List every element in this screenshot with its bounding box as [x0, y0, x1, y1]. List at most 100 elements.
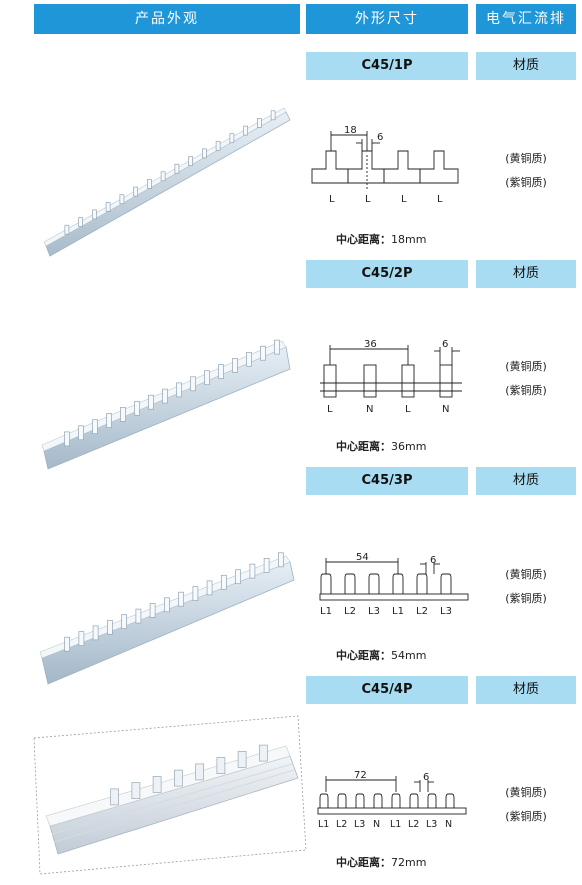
busbar-pin — [92, 209, 97, 220]
dim-pitch-label: 18 — [344, 125, 357, 136]
busbar-pin — [110, 788, 119, 806]
busbar-pin — [149, 603, 156, 618]
busbar-pin — [174, 769, 183, 787]
busbar-pin — [192, 586, 199, 601]
drawing-pin — [440, 573, 452, 594]
pin-label: L1 — [392, 606, 404, 617]
busbar-pin — [260, 345, 266, 361]
busbar-pin — [119, 194, 125, 205]
drawing-pin — [392, 573, 404, 594]
busbar-image-1p — [43, 107, 291, 257]
busbar-pin — [218, 364, 224, 379]
busbar-pin — [243, 125, 248, 136]
model-label: C45/1P — [306, 52, 468, 80]
drawing-pin — [368, 573, 380, 594]
busbar-pin — [259, 744, 268, 762]
pin-label: N — [373, 819, 380, 830]
busbar-pin — [64, 431, 70, 447]
material-brass: (黄铜质) — [505, 152, 547, 165]
busbar-pin — [216, 757, 226, 774]
drawing-pin — [320, 573, 332, 594]
center-distance-value: 54mm — [391, 649, 427, 662]
center-distance-value: 18mm — [391, 233, 427, 246]
busbar-pin — [64, 224, 70, 235]
busbar-pin — [195, 763, 204, 781]
drawing-pin — [344, 573, 356, 594]
busbar-pin — [133, 186, 138, 197]
dimension-drawing-3p: 54 6 L1 L2 L3 L1 L2 L3 — [319, 552, 469, 617]
material-header: 材质 — [476, 260, 576, 288]
pin-label: L2 — [344, 606, 356, 617]
dim-pitch-label: 36 — [364, 339, 377, 350]
busbar-pin — [204, 370, 210, 386]
busbar-pin — [164, 597, 170, 613]
busbar-image-2p — [41, 339, 291, 470]
drawing-pin — [355, 793, 365, 808]
model-label: C45/4P — [306, 676, 468, 704]
drawing-pin — [391, 793, 401, 808]
center-distance: 中心距离：36mm — [336, 438, 426, 454]
busbar-pin — [106, 413, 112, 428]
busbar-pin — [232, 358, 238, 373]
material-copper: (紫铜质) — [505, 176, 547, 189]
model-label: C45/2P — [306, 260, 468, 288]
busbar-pin — [92, 419, 98, 435]
dim-width-label: 6 — [423, 772, 429, 783]
busbar-pin — [160, 171, 166, 182]
pin-label: L3 — [426, 819, 437, 830]
material-header: 材质 — [476, 467, 576, 495]
dim-width-label: 6 — [377, 132, 383, 143]
material-brass: (黄铜质) — [505, 786, 547, 799]
dimension-drawing-1p: 18 6 L L L L — [311, 125, 459, 205]
pin-label: L1 — [318, 819, 329, 830]
drawing-pin — [319, 793, 329, 808]
busbar-pin — [190, 376, 196, 392]
center-distance: 中心距离：18mm — [336, 231, 426, 247]
busbar-pin — [202, 148, 207, 159]
busbar-pin — [176, 382, 182, 398]
center-distance-label: 中心距离： — [336, 856, 391, 869]
drawing-pin — [416, 573, 428, 594]
center-distance-value: 36mm — [391, 440, 427, 453]
busbar-pin — [174, 163, 180, 174]
busbar-pin — [263, 558, 270, 573]
busbar-pin — [237, 751, 247, 768]
pin-label: L2 — [416, 606, 428, 617]
busbar-pin — [278, 552, 284, 568]
busbar-pin — [121, 614, 127, 630]
busbar-pin — [148, 394, 154, 410]
material-copper: (紫铜质) — [505, 384, 547, 397]
busbar-pin — [92, 625, 99, 641]
busbar-pin — [229, 133, 235, 144]
pin-label: L3 — [354, 819, 365, 830]
busbar-pin — [246, 351, 252, 367]
busbar-pin — [257, 118, 262, 128]
busbar-pin — [206, 580, 213, 596]
dim-pitch-label: 54 — [356, 552, 369, 563]
busbar-pin — [78, 631, 85, 646]
pin-label: N — [366, 404, 373, 415]
center-distance-value: 72mm — [391, 856, 427, 869]
drawing-pin — [373, 793, 383, 808]
dim-width-label: 6 — [442, 339, 448, 350]
material-header: 材质 — [476, 676, 576, 704]
busbar-pin — [64, 636, 70, 652]
dim-width-label: 6 — [430, 555, 436, 566]
pin-label: L2 — [336, 819, 347, 830]
pin-label: L — [405, 404, 411, 415]
busbar-pin — [147, 179, 152, 189]
busbar-pin — [162, 388, 168, 404]
busbar-pin — [274, 339, 280, 355]
pin-label: L — [365, 194, 371, 205]
busbar-pin — [178, 591, 184, 607]
drawing-pin — [409, 793, 419, 808]
model-label: C45/3P — [306, 467, 468, 495]
header-busbar: 电气汇流排 — [476, 4, 576, 34]
header-dimensions: 外形尺寸 — [306, 4, 468, 34]
busbar-pin — [78, 217, 83, 227]
pin-label: L1 — [320, 606, 332, 617]
material-header: 材质 — [476, 52, 576, 80]
busbar-pin — [107, 619, 113, 635]
pin-label: L1 — [390, 819, 401, 830]
drawing-pin — [445, 793, 455, 808]
